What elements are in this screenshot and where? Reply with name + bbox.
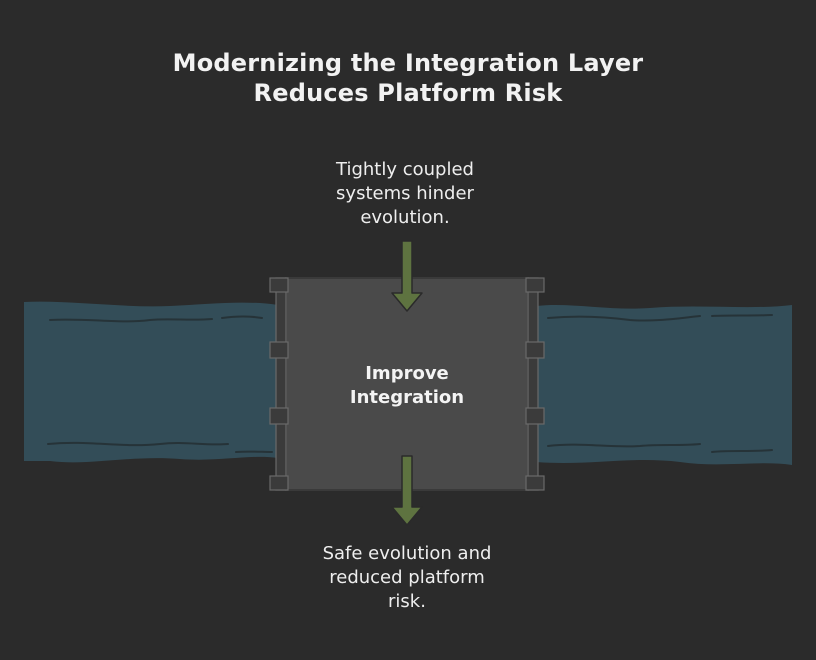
integration-gate <box>285 277 529 491</box>
output-label-line-1: Safe evolution and <box>322 543 492 564</box>
output-label-line-3: risk. <box>388 591 426 612</box>
center-label-line-2: Integration <box>349 387 465 408</box>
right-gate-frame <box>525 277 545 491</box>
input-condition-label: Tightly coupled systems hinder evolution… <box>298 158 512 230</box>
gate-action-label: Improve Integration <box>300 362 514 410</box>
output-label-line-2: reduced platform <box>329 567 485 588</box>
right-water-ripples <box>547 314 773 453</box>
left-water-channel <box>24 301 278 463</box>
center-label-line-1: Improve <box>365 363 449 384</box>
page-title: Modernizing the Integration Layer Reduce… <box>0 48 816 108</box>
output-result-label: Safe evolution and reduced platform risk… <box>290 542 524 614</box>
title-line-1: Modernizing the Integration Layer <box>172 49 644 77</box>
left-water-ripples <box>47 315 273 453</box>
right-water-channel <box>536 304 792 465</box>
title-line-2: Reduces Platform Risk <box>253 79 563 107</box>
input-label-line-1: Tightly coupled <box>336 159 474 180</box>
input-label-line-3: evolution. <box>360 207 450 228</box>
left-gate-frame <box>269 277 289 491</box>
input-arrow <box>391 240 423 312</box>
output-arrow <box>391 455 423 526</box>
input-label-line-2: systems hinder <box>336 183 474 204</box>
